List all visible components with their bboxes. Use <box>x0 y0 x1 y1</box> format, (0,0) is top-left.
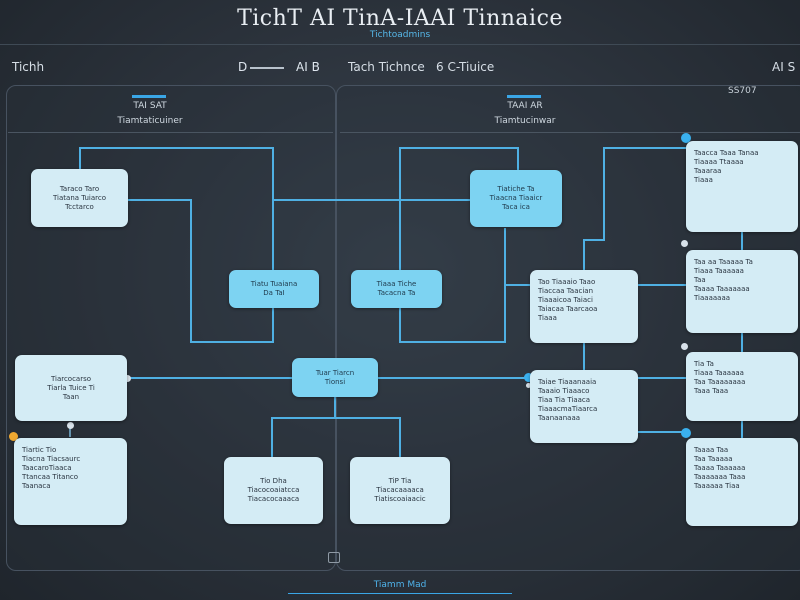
connector-dot <box>681 428 691 438</box>
right-bar-label: Tach Tichnce <box>348 60 425 74</box>
right-panel-divider <box>340 132 800 133</box>
node-bottom-2[interactable]: TiP Tia Tiacacaaaaca Tiatiscoaiaacic <box>350 457 450 524</box>
node-rr-3[interactable]: Tia Ta Tiaaa Taaaaaa Taa Taaaaaaaa Taaa … <box>686 352 798 421</box>
connector-dot <box>124 375 131 382</box>
connector-dot <box>526 383 531 388</box>
left-bar-mid: D <box>238 60 248 74</box>
right-bar-mid: 6 C-Tiuice <box>436 60 495 74</box>
node-l-left[interactable]: Tiarcocarso Tiarla Tuice Ti Taan <box>15 355 127 421</box>
connector-dot <box>681 343 688 350</box>
left-bar-right: AI B <box>296 60 320 74</box>
node-r-top[interactable]: Tiatiche Ta Tiaacna Tiaaicr Taca ica <box>470 170 562 227</box>
right-bar-right: AI S <box>772 60 796 74</box>
node-rr-4[interactable]: Taaaa Taa Taa Taaaaa Taaaa Taaaaaa Taaaa… <box>686 438 798 526</box>
connector-center-down2 <box>335 417 401 457</box>
left-panel-divider <box>8 132 333 133</box>
node-rc-b[interactable]: Taiae Tiaaanaaia Taaaio Tiaaaco Tiaa Tia… <box>530 370 638 443</box>
node-rr-2[interactable]: Taa aa Taaaaa Ta Tiaaa Taaaaaa Taa Taaaa… <box>686 250 798 333</box>
footer-label: Tiamm Mad <box>373 580 427 590</box>
left-bar-label: Tichh <box>12 60 45 74</box>
warning-dot-icon <box>9 432 18 441</box>
left-panel-title: Tiamtaticuiner <box>117 116 183 126</box>
node-l-top[interactable]: Taraco Taro Tiatana Tuiarco Tcctarco <box>31 169 128 227</box>
left-panel-accent <box>132 95 166 98</box>
connector-l-top <box>79 147 274 270</box>
diagram-title: TichT AI TinA-IAAI Tinnaice <box>237 6 563 31</box>
node-center[interactable]: Tuar Tiarcn Tionsi <box>292 358 378 397</box>
right-panel-accent <box>507 95 541 98</box>
connector-l-mid <box>128 199 274 343</box>
node-rr-1[interactable]: Taacca Taaa Tanaa Tiaaaa Ttaaaa Taaaraa … <box>686 141 798 232</box>
left-panel-title-top: TAI SAT <box>133 101 167 111</box>
node-rc-a[interactable]: Tao Tiaaaio Taao Tiaccaa Taacian Tiaaaic… <box>530 270 638 343</box>
header-divider <box>0 44 800 45</box>
connector-r-mid2 <box>504 228 530 286</box>
square-icon <box>328 552 340 563</box>
diagram-subtitle: Tichtoadmins <box>369 30 431 40</box>
connector-rc-top <box>583 147 686 270</box>
connector-r-top <box>399 147 519 270</box>
node-l-low[interactable]: Tiartic Tio Tiacna Tiacsaurc TaacaroTiaa… <box>14 438 127 525</box>
connector-dot <box>524 373 533 382</box>
right-panel-code: SS707 <box>728 86 757 96</box>
left-bar-rule <box>250 67 284 69</box>
node-r-mid[interactable]: Tiaaa Tiche Tacacna Ta <box>351 270 442 308</box>
connector-center-down1 <box>271 397 336 457</box>
connector-dot <box>681 133 691 143</box>
connector-dot <box>681 240 688 247</box>
right-panel-title: Tiamtucinwar <box>494 116 556 126</box>
node-bottom-1[interactable]: Tio Dha Tiacocoaiatcca Tiacacocaaaca <box>224 457 323 524</box>
node-l-mid[interactable]: Tiatu Tuaiana Da TaI <box>229 270 319 308</box>
footer-rule <box>288 593 512 594</box>
connector-dot <box>67 422 74 429</box>
right-panel-title-top: TAAI AR <box>507 101 543 111</box>
